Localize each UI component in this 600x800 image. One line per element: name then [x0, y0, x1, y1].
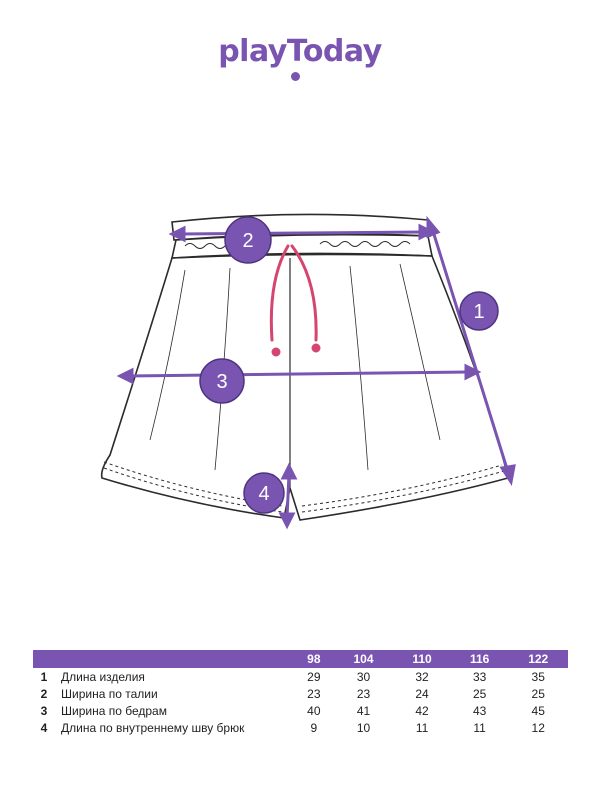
svg-text:3: 3	[216, 371, 227, 393]
shorts-body	[100, 252, 509, 521]
row-label: Ширина по бедрам	[61, 703, 167, 718]
fold-line	[149, 269, 186, 441]
arrowhead-icon	[464, 363, 482, 381]
arrowhead-icon	[426, 215, 441, 239]
table-cell: 33	[472, 669, 487, 684]
row-number: 1	[40, 669, 48, 684]
table-cell: 35	[531, 669, 545, 684]
hem-stitch-left	[103, 461, 283, 507]
row-label: Длина изделия	[61, 669, 145, 684]
callout-4: 4	[243, 472, 285, 514]
arrowhead-icon	[418, 223, 436, 241]
arrowhead-icon	[278, 512, 296, 530]
table-cell: 25	[472, 686, 487, 701]
svg-text:2: 2	[242, 230, 253, 252]
arrow-length	[430, 227, 510, 473]
table-row: 2 Ширина по талии 23 23 24 25 25	[33, 685, 568, 702]
ruffle-lines	[184, 241, 411, 249]
drawstring-tip-right	[311, 343, 321, 353]
hem-stitch-right	[301, 464, 503, 507]
callout-1: 1	[459, 291, 499, 331]
table-row: 3 Ширина по бедрам 40 41 42 43 45	[33, 702, 568, 719]
callout-2: 2	[224, 216, 272, 264]
table-cell: 23	[307, 686, 321, 701]
arrowhead-icon	[116, 367, 134, 385]
arrowhead-icon	[280, 462, 298, 480]
svg-text:4: 4	[258, 483, 269, 505]
logo-text: playToday	[218, 34, 382, 69]
callout-3: 3	[199, 358, 245, 404]
shorts-technical-drawing: 2 1 3 4	[100, 213, 516, 530]
drawstring-left	[269, 244, 290, 342]
arrow-inseam	[285, 473, 291, 519]
table-cell: 45	[531, 703, 545, 718]
arrowhead-icon	[168, 225, 186, 243]
table-cell: 11	[415, 720, 429, 735]
size-header: 110	[393, 650, 451, 668]
size-table: 98 104 110 116 122 1 Длина изделия 29 30…	[33, 650, 568, 736]
drawstring-tip-left	[271, 347, 281, 357]
size-header: 122	[508, 650, 568, 668]
size-header: 98	[294, 650, 334, 668]
row-number: 3	[40, 703, 48, 718]
size-header-row: 98 104 110 116 122	[33, 650, 568, 668]
table-row: 4 Длина по внутреннему шву брюк 9 10 11 …	[33, 719, 568, 736]
table-cell: 12	[531, 720, 545, 735]
table-cell: 10	[356, 720, 371, 735]
table-row: 1 Длина изделия 29 30 32 33 35	[33, 668, 568, 685]
size-header: 104	[333, 650, 394, 668]
table-cell: 43	[472, 703, 487, 718]
hem-stitch-right-2	[301, 470, 505, 513]
row-label: Ширина по талии	[61, 686, 158, 701]
table-cell: 25	[531, 686, 545, 701]
row-number: 4	[40, 720, 48, 735]
drawstring-right	[290, 244, 318, 342]
brand-logo: playToday	[0, 34, 600, 69]
table-cell: 30	[356, 669, 371, 684]
table-cell: 9	[310, 720, 318, 735]
row-number: 2	[40, 686, 48, 701]
size-header: 116	[450, 650, 509, 668]
table-cell: 23	[356, 686, 371, 701]
hem-stitch-left-2	[103, 467, 283, 513]
fold-line	[349, 265, 369, 471]
table-cell: 11	[473, 720, 486, 735]
table-cell: 40	[307, 703, 321, 718]
arrowhead-icon	[499, 464, 516, 486]
logo-dot-icon	[291, 72, 300, 81]
drawstring	[269, 244, 321, 357]
svg-text:1: 1	[473, 301, 484, 323]
table-cell: 32	[415, 669, 429, 684]
arrow-waist	[179, 230, 426, 236]
table-cell: 41	[356, 703, 371, 718]
table-cell: 24	[415, 686, 429, 701]
row-label: Длина по внутреннему шву брюк	[61, 720, 245, 735]
measurement-arrows	[116, 215, 516, 530]
waistband	[171, 213, 431, 241]
fold-line	[399, 263, 441, 441]
table-cell: 42	[415, 703, 429, 718]
arrow-hip	[127, 370, 471, 378]
shorts-outline	[100, 213, 509, 521]
table-cell: 29	[307, 669, 321, 684]
